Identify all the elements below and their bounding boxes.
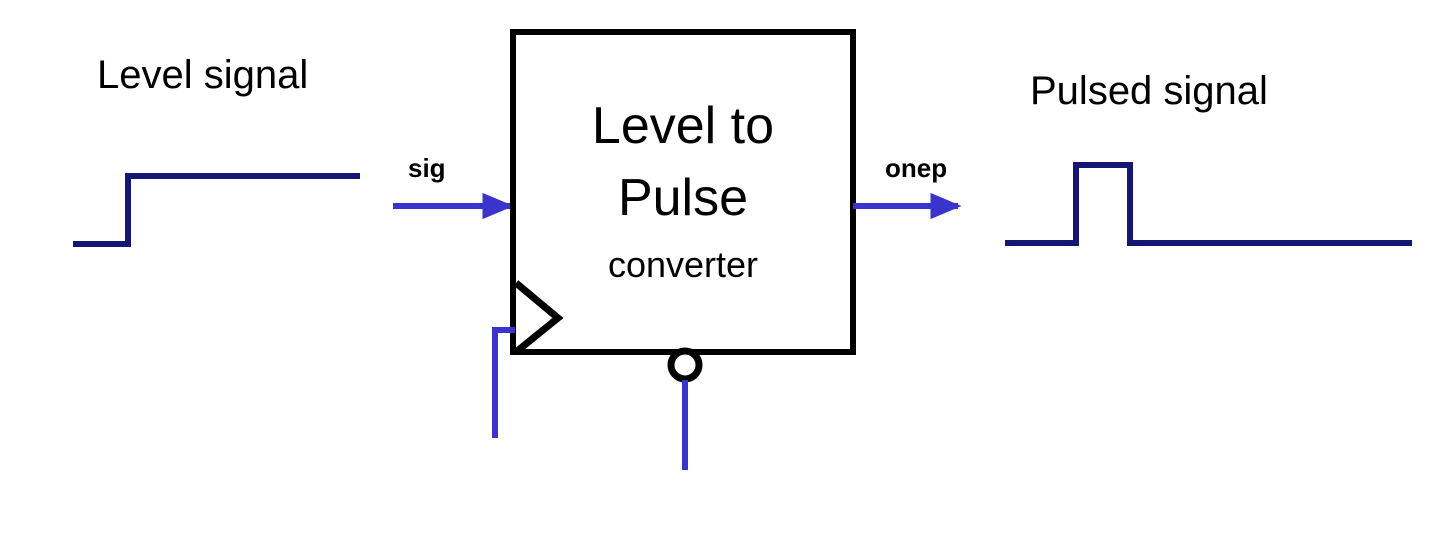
converter-block-outline (510, 29, 856, 355)
converter-block-subtitle: converter (607, 244, 759, 285)
converter-block (510, 29, 856, 383)
clock-triangle-icon (513, 280, 564, 355)
converter-block-text: Level to Pulse converter (513, 96, 853, 286)
output-bubble-icon (667, 347, 703, 383)
onep-port-label: onep (885, 153, 948, 183)
level-signal-caption: Level signal (97, 53, 309, 97)
pulsed-signal-waveform (1005, 162, 1412, 246)
level-signal-waveform (73, 173, 360, 247)
converter-block-line-1: Level to (591, 97, 775, 155)
pulsed-signal-caption: Pulsed signal (1030, 69, 1268, 113)
clock-wire-trace (492, 327, 515, 438)
sig-port-label: sig (408, 153, 446, 183)
clock-input-wire (492, 327, 515, 438)
pulsed-signal-trace (1005, 162, 1412, 246)
converter-block-line-2: Pulse (617, 169, 749, 227)
level-signal-trace (73, 173, 360, 247)
